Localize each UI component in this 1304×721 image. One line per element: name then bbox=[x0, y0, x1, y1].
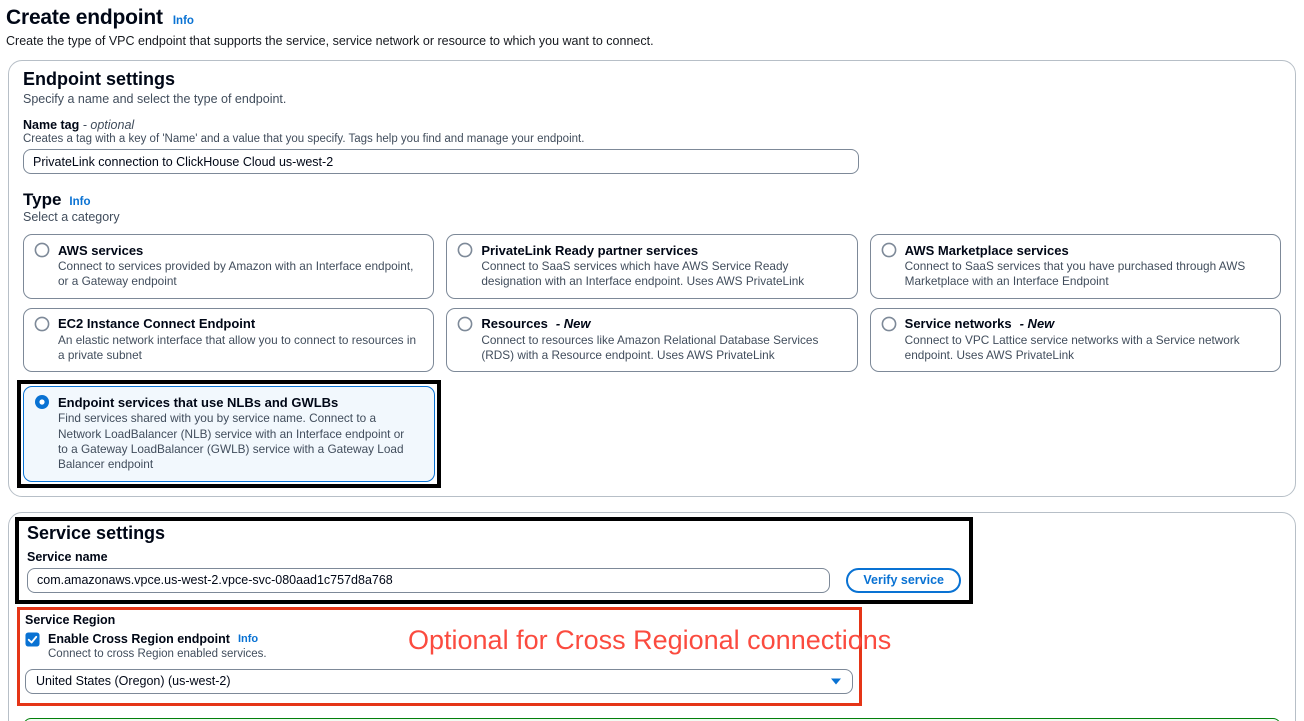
verify-service-button[interactable]: Verify service bbox=[846, 567, 961, 593]
service-name-input[interactable] bbox=[27, 567, 831, 593]
cross-region-help: Connect to cross Region enabled services… bbox=[48, 647, 267, 660]
type-section-title: Type bbox=[23, 190, 62, 209]
type-option-privatelink-partner[interactable]: PrivateLink Ready partner services Conne… bbox=[446, 234, 858, 299]
page-description: Create the type of VPC endpoint that sup… bbox=[6, 34, 654, 48]
page-info-link[interactable]: Info bbox=[172, 15, 194, 27]
endpoint-settings-title: Endpoint settings bbox=[23, 69, 175, 89]
service-region-label: Service Region bbox=[25, 612, 116, 627]
type-subtitle: Select a category bbox=[23, 210, 120, 224]
endpoint-settings-card: Endpoint settings Specify a name and sel… bbox=[8, 60, 1296, 497]
endpoint-settings-subtitle: Specify a name and select the type of en… bbox=[23, 92, 287, 106]
radio-checked-icon[interactable] bbox=[34, 394, 50, 410]
annotation-box-selected-type: Endpoint services that use NLBs and GWLB… bbox=[17, 380, 441, 488]
annotation-note-cross-region: Optional for Cross Regional connections bbox=[408, 624, 892, 655]
type-option-aws-services[interactable]: AWS services Connect to services provide… bbox=[23, 234, 435, 299]
type-option-ec2-instance-connect[interactable]: EC2 Instance Connect Endpoint An elastic… bbox=[23, 307, 435, 373]
name-tag-label: Name tag - optional bbox=[23, 118, 135, 132]
name-tag-input[interactable] bbox=[23, 149, 859, 174]
page-header: Create endpoint Info Create the type of … bbox=[0, 0, 1304, 48]
service-settings-card: Service settings Service name Verify ser… bbox=[8, 511, 1296, 721]
service-region-selected-value: United States (Oregon) (us-west-2) bbox=[36, 674, 231, 689]
type-option-endpoint-services-nlb-gwlb[interactable]: Endpoint services that use NLBs and GWLB… bbox=[23, 386, 435, 482]
type-options-grid: AWS services Connect to services provide… bbox=[23, 234, 1281, 373]
cross-region-checkbox-label[interactable]: Enable Cross Region endpoint bbox=[48, 632, 230, 647]
type-option-service-networks[interactable]: Service networks - New Connect to VPC La… bbox=[869, 307, 1281, 373]
chevron-down-icon bbox=[831, 678, 841, 685]
type-info-link[interactable]: Info bbox=[69, 196, 91, 208]
service-region-select[interactable]: United States (Oregon) (us-west-2) bbox=[25, 668, 853, 694]
radio-unchecked-icon[interactable] bbox=[34, 242, 50, 258]
radio-unchecked-icon[interactable] bbox=[881, 316, 897, 332]
page-title: Create endpoint bbox=[6, 6, 163, 29]
name-tag-optional: - optional bbox=[82, 118, 135, 132]
success-alert: Service name verified. bbox=[23, 717, 1281, 721]
radio-unchecked-icon[interactable] bbox=[881, 242, 897, 258]
radio-unchecked-icon[interactable] bbox=[34, 316, 50, 332]
radio-unchecked-icon[interactable] bbox=[457, 242, 473, 258]
annotation-box-service-region: Service Region Enable Cross Region endpo… bbox=[17, 606, 891, 706]
type-option-marketplace[interactable]: AWS Marketplace services Connect to SaaS… bbox=[869, 234, 1281, 299]
service-name-label: Service name bbox=[27, 549, 108, 564]
radio-unchecked-icon[interactable] bbox=[457, 316, 473, 332]
name-tag-help: Creates a tag with a key of 'Name' and a… bbox=[23, 133, 585, 145]
cross-region-checkbox[interactable] bbox=[25, 632, 40, 647]
type-option-resources[interactable]: Resources - New Connect to resources lik… bbox=[446, 307, 858, 373]
annotation-box-service-settings: Service settings Service name Verify ser… bbox=[15, 516, 973, 604]
cross-region-info-link[interactable]: Info bbox=[237, 633, 259, 646]
service-settings-title: Service settings bbox=[27, 522, 166, 543]
